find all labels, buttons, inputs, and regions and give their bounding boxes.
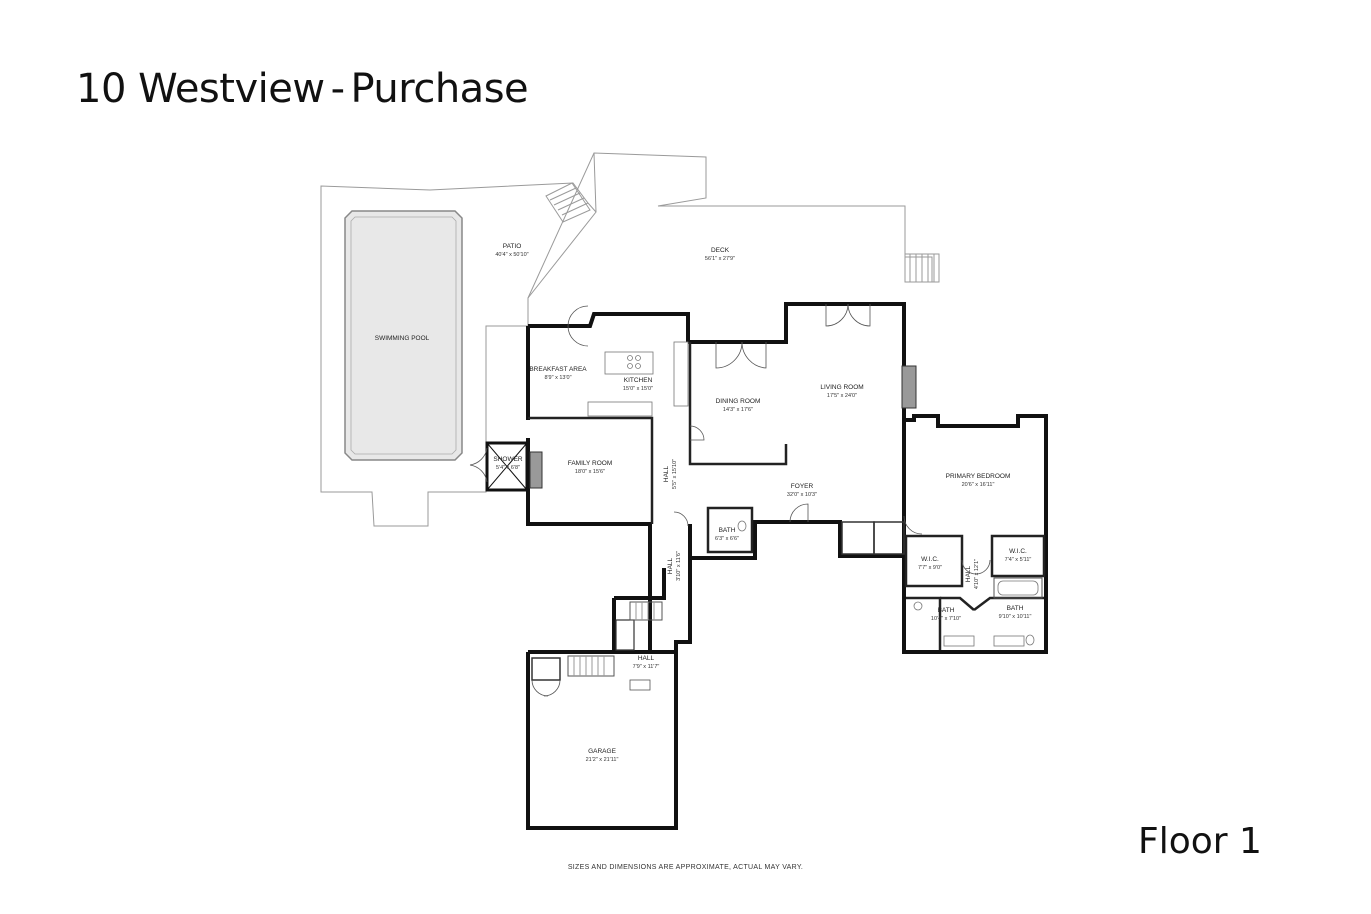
family-dims: 18'0" x 15'6" <box>575 469 605 475</box>
bath3-label: BATH <box>1007 605 1024 612</box>
bath1-label: BATH <box>719 527 736 534</box>
outdoor-outlines <box>320 152 940 527</box>
hall4-label: HALL <box>965 565 972 582</box>
hall3-dims: 7'9" x 11'7" <box>633 664 660 670</box>
dining-label: DINING ROOM <box>716 398 761 405</box>
title-separator: - <box>330 66 345 112</box>
wic2-dims: 7'4" x 5'11" <box>1005 557 1032 563</box>
kitchen-label: KITCHEN <box>624 377 653 384</box>
hall1-label: HALL <box>663 465 670 482</box>
patio-dims: 40'4" x 50'10" <box>495 252 528 258</box>
fixtures <box>529 341 1035 677</box>
hall1-dims: 5'5" x 15'10" <box>672 459 678 489</box>
bath1-dims: 6'3" x 6'6" <box>715 536 739 542</box>
page-title: 10 Westview-Purchase <box>76 66 529 112</box>
living-label: LIVING ROOM <box>820 384 863 391</box>
floor-label: Floor 1 <box>1138 821 1262 862</box>
foyer-dims: 32'0" x 10'3" <box>787 492 817 498</box>
wic2-label: W.I.C. <box>1009 548 1027 555</box>
deck-stairs-right <box>904 253 940 283</box>
hall2-dims: 3'10" x 11'6" <box>676 551 682 581</box>
interior-stairs <box>567 601 663 677</box>
wic1-label: W.I.C. <box>921 556 939 563</box>
pool-label: SWIMMING POOL <box>375 335 430 342</box>
address-text: 10 Westview <box>76 66 325 112</box>
wic1-dims: 7'7" x 9'0" <box>918 565 942 571</box>
deck-stairs-left <box>545 182 591 223</box>
primary-bedroom-dims: 20'6" x 16'11" <box>962 482 995 488</box>
patio-label: PATIO <box>503 243 522 250</box>
garage-label: GARAGE <box>588 748 616 755</box>
hall2-label: HALL <box>667 557 674 574</box>
breakfast-label: BREAKFAST AREA <box>529 366 587 373</box>
shower-dims: 5'4" x 6'8" <box>496 465 520 471</box>
interior-walls <box>531 506 1046 681</box>
garage-dims: 21'2" x 21'11" <box>586 757 619 763</box>
living-dims: 17'5" x 24'0" <box>827 393 857 399</box>
bath3-dims: 9'10" x 10'11" <box>999 614 1032 620</box>
breakfast-dims: 8'9" x 13'0" <box>544 375 571 381</box>
deck-dims: 56'1" x 27'9" <box>705 256 735 262</box>
kitchen-dims: 15'0" x 15'0" <box>623 386 653 392</box>
swimming-pool <box>344 210 463 461</box>
bath2-dims: 10'4" x 7'10" <box>931 616 961 622</box>
foyer-label: FOYER <box>791 483 814 490</box>
bath2-label: BATH <box>938 607 955 614</box>
shower-label: SHOWER <box>493 456 523 463</box>
doors <box>469 303 991 697</box>
title-suffix: Purchase <box>350 66 529 112</box>
dining-dims: 14'3" x 17'6" <box>723 407 753 413</box>
primary-bedroom-label: PRIMARY BEDROOM <box>946 473 1011 480</box>
deck-label: DECK <box>711 247 730 254</box>
room-labels: PATIO 40'4" x 50'10" DECK 56'1" x 27'9" … <box>375 243 1032 763</box>
family-label: FAMILY ROOM <box>568 460 613 467</box>
disclaimer-text: SIZES AND DIMENSIONS ARE APPROXIMATE, AC… <box>567 864 804 871</box>
hall4-dims: 4'10" x 12'1" <box>974 559 980 589</box>
hall3-label: HALL <box>638 655 655 662</box>
